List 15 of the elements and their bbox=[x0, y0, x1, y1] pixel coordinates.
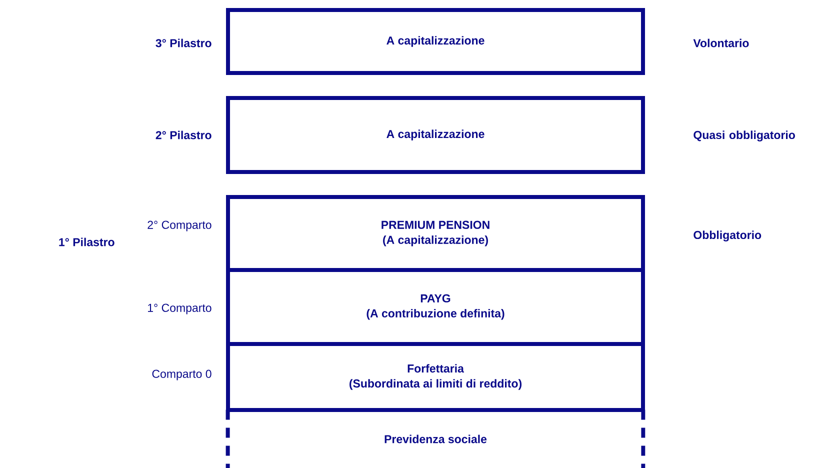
pillar-box: PREMIUM PENSION (A capitalizzazione) bbox=[226, 195, 645, 272]
pillar-box: A capitalizzazione bbox=[226, 8, 645, 75]
pillar-label: 3° Pilastro bbox=[156, 38, 212, 48]
compartment-label: 2° Comparto bbox=[148, 220, 212, 232]
foundation-band: Previdenza sociale bbox=[226, 408, 646, 468]
pillar-label: 2° Pilastro bbox=[156, 130, 212, 140]
compartment-label: Comparto 0 bbox=[152, 370, 212, 380]
obligation-label: Quasi obbligatorio bbox=[694, 130, 795, 142]
obligation-label: Volontario bbox=[693, 38, 749, 48]
pillar-box: PAYG (A contribuzione definita) bbox=[226, 268, 645, 346]
pillar-label: 1° Pilastro bbox=[59, 238, 114, 246]
compartment-label: 1° Comparto bbox=[148, 304, 212, 314]
obligation-label: Obbligatorio bbox=[694, 230, 762, 242]
pillar-box: Forfettaria (Subordinata ai limiti di reddito) bbox=[226, 342, 645, 412]
pillar-box: A capitalizzazione bbox=[226, 96, 645, 174]
